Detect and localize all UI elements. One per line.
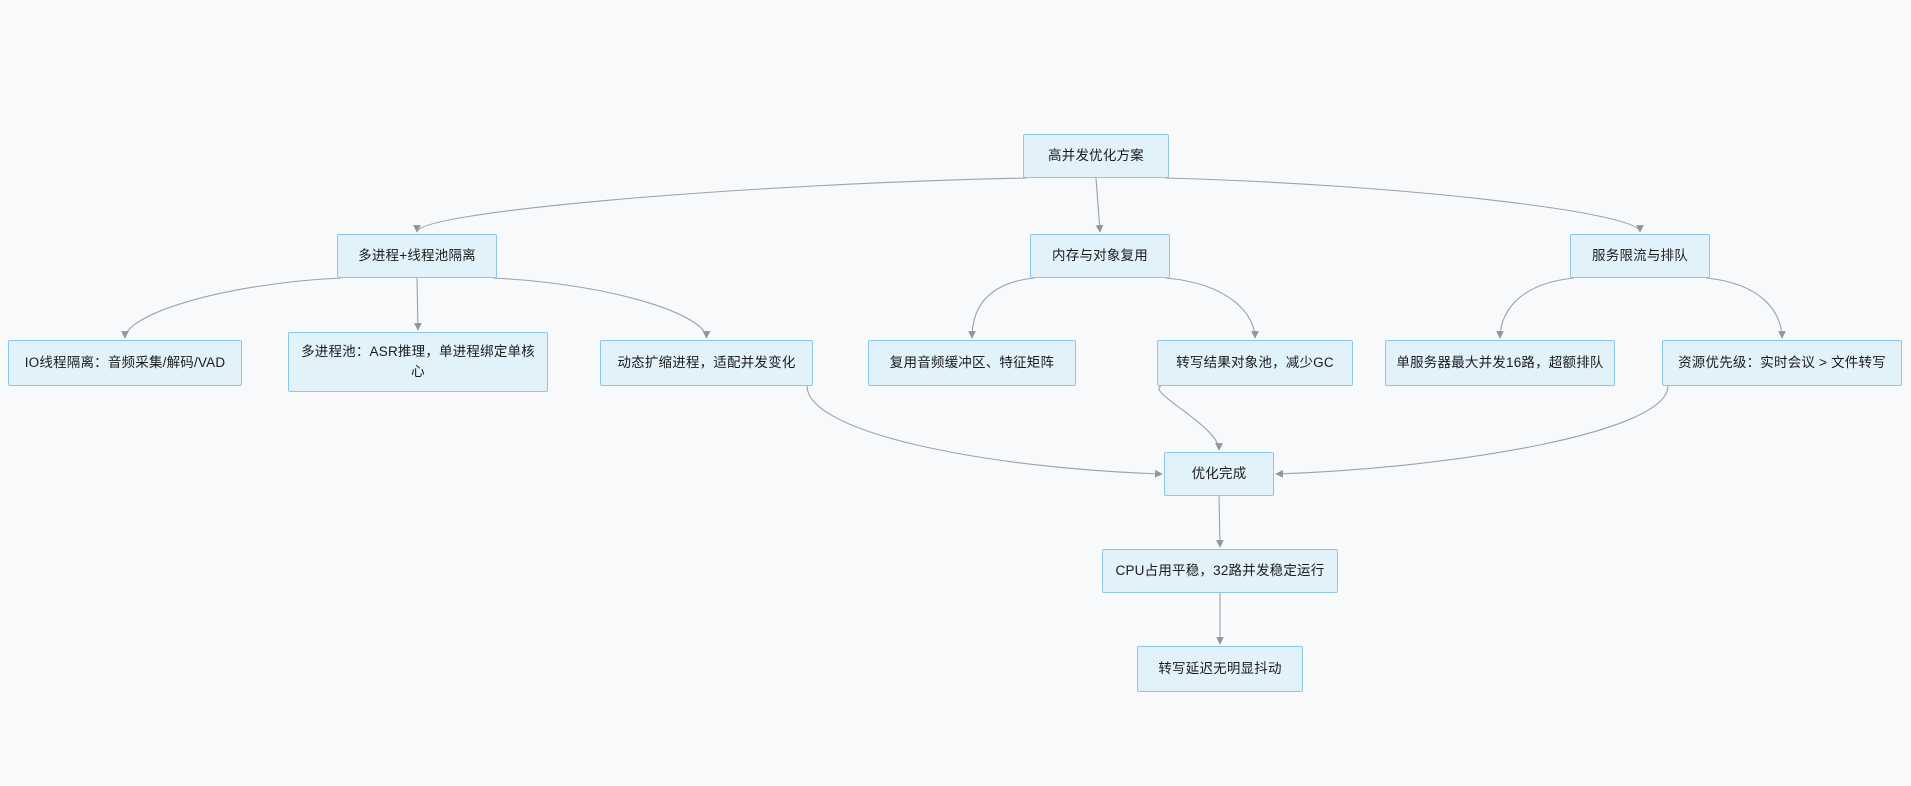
flowchart-edge-leaf3-to-done [806, 385, 1163, 478]
flowchart-edge-branch2-to-leaf5 [1165, 277, 1259, 339]
node-label: 内存与对象复用 [1052, 248, 1148, 264]
node-label: 优化完成 [1191, 466, 1247, 482]
node-label: CPU占用平稳，32路并发稳定运行 [1115, 563, 1325, 579]
node-label: 转写结果对象池，减少GC [1176, 355, 1334, 371]
flowchart-edge-leaf7-to-done [1275, 385, 1669, 478]
flowchart-edge-root-to-branch2 [1095, 177, 1104, 233]
flowchart-node-leaf3[interactable]: 动态扩缩进程，适配并发变化 [600, 340, 813, 386]
flowchart-edge-root-to-branch3 [1164, 177, 1644, 233]
node-label: 单服务器最大并发16路，超额排队 [1396, 355, 1604, 371]
flowchart-node-result1[interactable]: CPU占用平稳，32路并发稳定运行 [1102, 549, 1338, 593]
flowchart-node-result2[interactable]: 转写延迟无明显抖动 [1137, 646, 1303, 692]
node-label: 多进程池：ASR推理，单进程绑定单核心 [301, 344, 535, 379]
node-label: 服务限流与排队 [1592, 248, 1688, 264]
flowchart-edge-branch1-to-leaf2 [414, 277, 422, 331]
node-label: 高并发优化方案 [1048, 148, 1144, 164]
node-label: IO线程隔离：音频采集/解码/VAD [24, 355, 226, 371]
flowchart-node-root[interactable]: 高并发优化方案 [1023, 134, 1169, 178]
node-label: 转写延迟无明显抖动 [1158, 661, 1282, 677]
flowchart-edge-branch2-to-leaf4 [968, 277, 1035, 339]
flowchart-edge-done-to-result1 [1216, 495, 1224, 548]
node-label: 资源优先级：实时会议 > 文件转写 [1678, 355, 1886, 371]
flowchart-node-leaf5[interactable]: 转写结果对象池，减少GC [1157, 340, 1353, 386]
node-label: 复用音频缓冲区、特征矩阵 [889, 355, 1055, 371]
flowchart-node-leaf6[interactable]: 单服务器最大并发16路，超额排队 [1385, 340, 1615, 386]
node-label: 多进程+线程池隔离 [358, 248, 476, 264]
flowchart-edge-leaf5-to-done [1158, 385, 1223, 451]
flowchart-edge-branch3-to-leaf6 [1496, 277, 1575, 339]
flowchart-node-leaf2[interactable]: 多进程池：ASR推理，单进程绑定单核心 [288, 332, 548, 392]
flowchart-node-branch3[interactable]: 服务限流与排队 [1570, 234, 1710, 278]
flowchart-node-leaf1[interactable]: IO线程隔离：音频采集/解码/VAD [8, 340, 242, 386]
flowchart-edge-branch3-to-leaf7 [1705, 277, 1786, 339]
flowchart-node-branch2[interactable]: 内存与对象复用 [1030, 234, 1170, 278]
flowchart-node-branch1[interactable]: 多进程+线程池隔离 [337, 234, 497, 278]
flowchart-node-leaf4[interactable]: 复用音频缓冲区、特征矩阵 [868, 340, 1076, 386]
flowchart-node-done[interactable]: 优化完成 [1164, 452, 1274, 496]
flowchart-node-leaf7[interactable]: 资源优先级：实时会议 > 文件转写 [1662, 340, 1902, 386]
flowchart-edge-branch1-to-leaf1 [121, 277, 342, 339]
flowchart-edge-root-to-branch1 [413, 177, 1028, 233]
flowchart-edge-branch1-to-leaf3 [492, 277, 711, 339]
node-label: 动态扩缩进程，适配并发变化 [617, 355, 796, 371]
